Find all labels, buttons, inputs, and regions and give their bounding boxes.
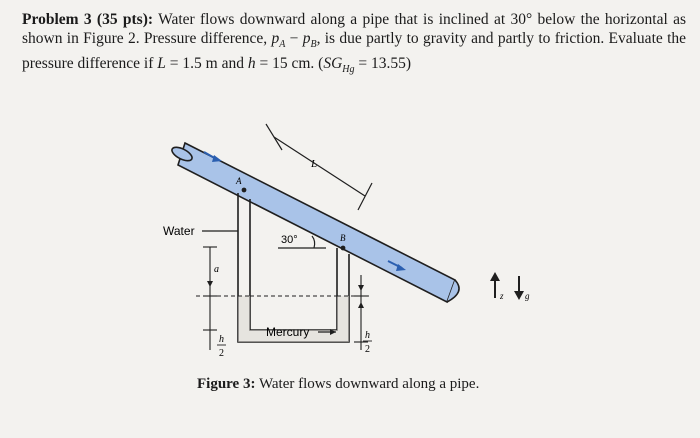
flow-arrowhead-right [396,264,406,271]
dim-right-arrow-up [358,302,364,308]
figure-caption: Figure 3: Water flows downward along a p… [197,376,479,393]
mercury-label: Mercury [266,325,309,339]
dim-left-arrow-down [207,281,213,287]
problem-paragraph: Problem 3 (35 pts): Water flows downward… [22,10,686,79]
point-a-label: A [235,176,242,186]
minus-sign: − [285,30,303,47]
point-b-label: B [340,233,346,243]
dim-a-label: a [214,264,219,275]
z-arrowhead [490,272,500,281]
problem-text-1: Water flows downward along a pipe that i… [22,11,686,47]
point-a-dot [241,187,247,193]
water-label: Water [163,224,195,238]
angle-label: 30° [281,234,298,246]
half-h-right-num: h [365,330,370,341]
var-p-b: p [302,30,311,47]
angle-arc [311,235,316,249]
g-arrowhead [514,291,524,300]
var-h: h [247,55,256,73]
flow-arrowhead-left [212,155,222,162]
l-value: = 1.5 m and [165,55,248,73]
sub-b: B [310,39,317,51]
caption-label: Figure 3: [197,376,256,392]
pipe-end-cap [446,279,460,303]
var-p-a: p [271,30,280,47]
problem-text-2: , is due partly to gravity and partly to… [22,30,687,73]
problem-label: Problem 3 (35 pts): [22,11,154,28]
caption-text: Water flows downward along a pipe. [255,376,480,392]
var-sg: SG [323,55,343,73]
half-h-right-den: 2 [365,344,370,355]
dim-right-arrow-down [358,285,364,291]
var-l: L [157,55,166,73]
half-h-left-num: h [219,334,224,345]
length-label: L [310,158,317,170]
length-ext-right [357,182,373,211]
sub-a: A [279,39,286,51]
h-value: = 15 cm. ( [255,55,324,73]
sub-hg: Hg [342,64,355,76]
pipe-open-end [171,146,193,162]
sg-value: = 13.55) [354,55,412,73]
g-axis-label: g [525,291,530,301]
problem-statement: Problem 3 (35 pts): Water flows downward… [22,10,686,79]
point-b-dot [340,245,346,251]
length-dimension-line [273,136,366,197]
mercury-leader-arrowhead [330,329,336,335]
half-h-left-den: 2 [219,348,224,359]
z-axis-label: z [499,291,504,301]
mercury-column [238,296,349,342]
